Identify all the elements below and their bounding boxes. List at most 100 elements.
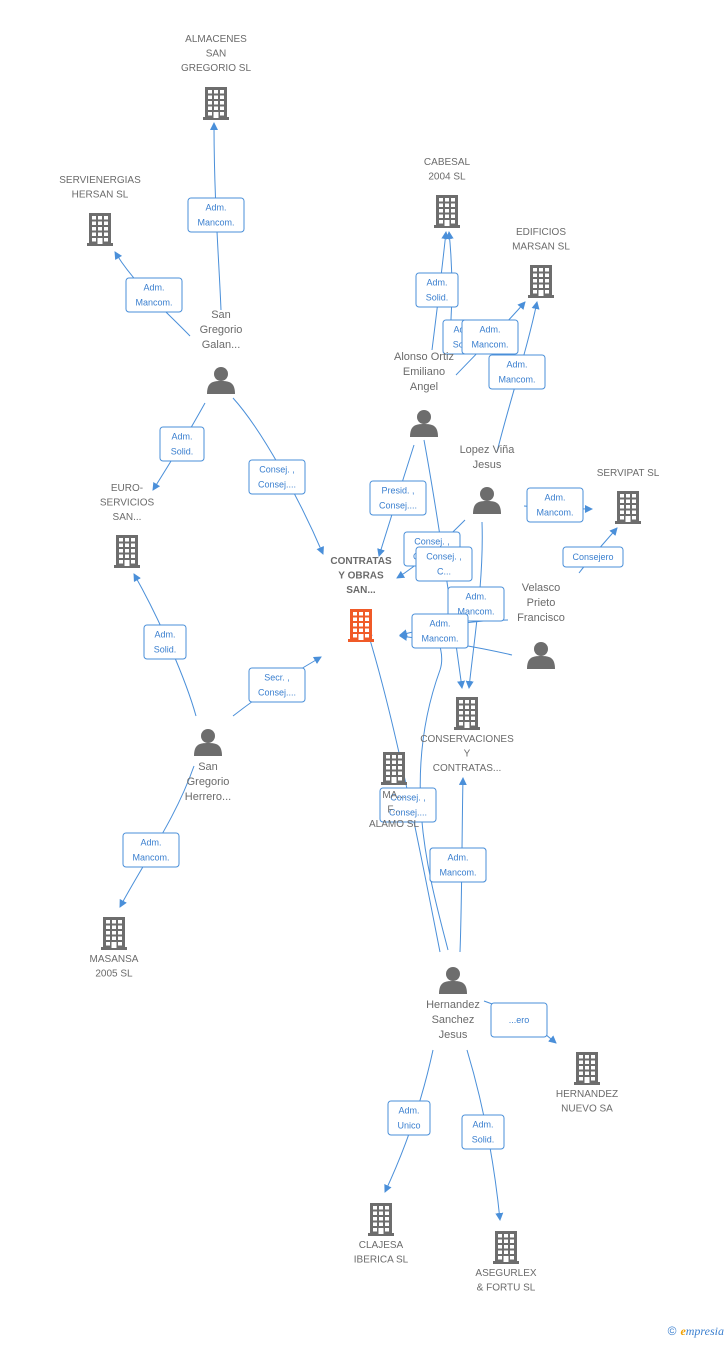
building-icon[interactable] xyxy=(87,213,113,246)
node-label-alonso: Emiliano xyxy=(403,366,445,378)
relation-label-box xyxy=(387,1100,431,1136)
node-servipat[interactable]: SERVIPAT SL xyxy=(597,468,660,524)
relation-label-box xyxy=(248,459,306,495)
relation-label-e7[interactable]: Adm. Mancom. xyxy=(461,319,519,355)
node-asegurlex[interactable]: ASEGURLEX& FORTU SL xyxy=(475,1231,537,1294)
node-label-asegurlex: ASEGURLEX xyxy=(475,1268,536,1279)
node-label-sg_herrero: Herrero... xyxy=(185,791,231,803)
node-label-clajesa: IBERICA SL xyxy=(354,1255,409,1266)
node-clajesa[interactable]: CLAJESA IBERICA SL xyxy=(354,1203,409,1266)
relation-label-text: Adm. xyxy=(143,283,164,293)
relation-label-box xyxy=(526,487,584,523)
relation-label-e1[interactable]: Adm.Mancom. xyxy=(187,197,245,233)
node-label-velasco: Prieto xyxy=(527,597,556,609)
node-sg_galan[interactable]: SanGregorioGalan... xyxy=(200,309,243,394)
node-label-alonso: Alonso Ortiz xyxy=(394,351,454,363)
relation-label-e4[interactable]: Consej. ,Consej.... xyxy=(248,459,306,495)
building-icon[interactable] xyxy=(203,87,229,120)
relation-label-e9[interactable]: Presid. ,Consej.... xyxy=(369,480,427,516)
relation-label-text: Adm. xyxy=(544,493,565,503)
relation-label-box xyxy=(248,667,306,703)
relation-label-e18[interactable]: Adm.Mancom. xyxy=(122,832,180,868)
relation-label-e21[interactable]: Adm. Mancom. xyxy=(429,847,487,883)
relation-label-box xyxy=(488,354,546,390)
relation-label-e16[interactable]: Secr. ,Consej.... xyxy=(248,667,306,703)
relation-label-box xyxy=(187,197,245,233)
relation-label-e24[interactable]: ...ero xyxy=(490,1002,548,1038)
relation-label-text: Mancom. xyxy=(457,607,494,617)
relation-label-text: Adm. xyxy=(447,853,468,863)
node-conservaciones[interactable]: CONSERVACIONESYCONTRATAS... xyxy=(420,697,514,774)
relation-label-e17[interactable]: Adm.Solid. xyxy=(143,624,187,660)
node-label-hernandez_nuevo: NUEVO SA xyxy=(561,1104,613,1115)
building-icon[interactable] xyxy=(381,752,407,785)
building-icon[interactable] xyxy=(434,195,460,228)
relation-label-text: Adm. xyxy=(479,325,500,335)
relation-label-e5[interactable]: Adm.Solid. xyxy=(415,272,459,308)
relation-label-e12[interactable]: Adm.Mancom. xyxy=(447,586,505,622)
node-label-sg_herrero: Gregorio xyxy=(187,776,230,788)
node-label-lopez: Jesus xyxy=(473,459,502,471)
building-icon[interactable] xyxy=(454,697,480,730)
node-hernandez_nuevo[interactable]: HERNANDEZ NUEVO SA xyxy=(556,1052,618,1115)
building-icon[interactable] xyxy=(101,917,127,950)
relation-label-box xyxy=(461,1114,505,1150)
relation-label-e19[interactable]: Consej. ,Consej.... xyxy=(379,787,437,823)
relation-label-text: Mancom. xyxy=(471,340,508,350)
building-icon[interactable] xyxy=(368,1203,394,1236)
brand-name: mpresia xyxy=(685,1324,724,1338)
relation-label-text: Adm. xyxy=(429,619,450,629)
building-icon[interactable] xyxy=(114,535,140,568)
relation-label-text: Mancom. xyxy=(439,868,476,878)
relation-label-box xyxy=(369,480,427,516)
relation-label-text: Solid. xyxy=(154,645,177,655)
person-icon[interactable] xyxy=(473,487,501,514)
relation-label-text: Consej.... xyxy=(258,480,296,490)
relation-label-e15[interactable]: Adm.Mancom. xyxy=(411,613,469,649)
node-label-cabesal: CABESAL xyxy=(424,157,471,168)
relation-label-e13[interactable]: Adm.Mancom. xyxy=(526,487,584,523)
relation-label-e2[interactable]: Adm.Mancom. xyxy=(125,277,183,313)
building-icon[interactable] xyxy=(574,1052,600,1085)
person-icon[interactable] xyxy=(410,410,438,437)
relation-label-box xyxy=(461,319,519,355)
relation-label-text: Adm. xyxy=(398,1106,419,1116)
node-label-masansa: 2005 SL xyxy=(95,969,133,980)
relation-label-text: Consej. , xyxy=(414,537,450,547)
building-icon[interactable] xyxy=(493,1231,519,1264)
relation-label-e3[interactable]: Adm.Solid. xyxy=(159,426,205,462)
relation-label-text: Mancom. xyxy=(498,375,535,385)
relation-label-text: Consej. , xyxy=(426,552,462,562)
person-icon[interactable] xyxy=(194,729,222,756)
node-alamo[interactable]: MA...F...ALAMO SL xyxy=(369,752,419,830)
node-sg_herrero[interactable]: SanGregorioHerrero... xyxy=(185,729,231,803)
relation-label-e22[interactable]: Adm.Unico xyxy=(387,1100,431,1136)
building-icon[interactable] xyxy=(348,609,374,642)
relation-label-text: Consejero xyxy=(572,552,613,562)
person-icon[interactable] xyxy=(527,642,555,669)
building-icon[interactable] xyxy=(528,265,554,298)
node-label-almacenes: ALMACENES xyxy=(185,34,247,45)
relation-label-e8[interactable]: Adm.Mancom. xyxy=(488,354,546,390)
node-label-clajesa: CLAJESA xyxy=(359,1240,404,1251)
relation-label-e11[interactable]: Consej. ,C... xyxy=(415,546,473,582)
person-icon[interactable] xyxy=(207,367,235,394)
node-label-velasco: Francisco xyxy=(517,612,565,624)
node-euro[interactable]: EURO-SERVICIOSSAN... xyxy=(100,483,155,568)
person-icon[interactable] xyxy=(439,967,467,994)
node-label-almacenes: SAN xyxy=(206,49,227,60)
relation-label-e14[interactable]: Consejero xyxy=(562,546,624,568)
relation-label-e23[interactable]: Adm.Solid. xyxy=(461,1114,505,1150)
node-label-hernandez_nuevo: HERNANDEZ xyxy=(556,1089,618,1100)
building-icon[interactable] xyxy=(615,491,641,524)
